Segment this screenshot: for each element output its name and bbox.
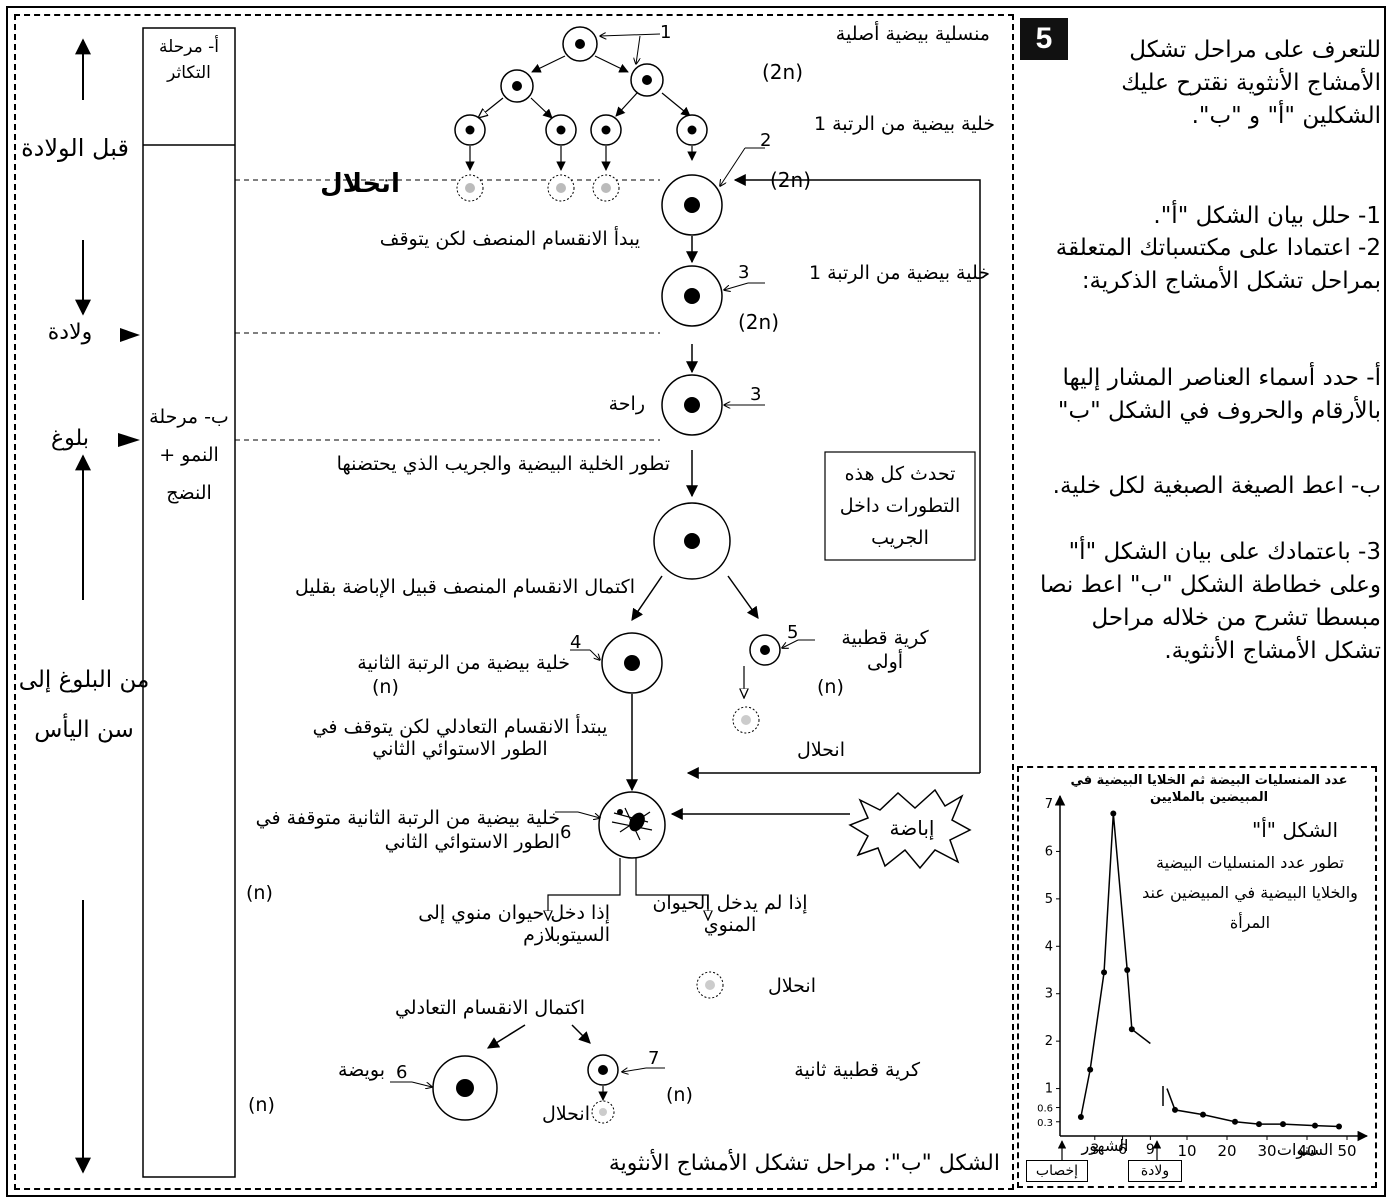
- data-point: [1172, 1106, 1178, 1113]
- y-tick-label: 4: [1045, 939, 1053, 954]
- ploidy-oogonia: (2n): [762, 60, 804, 84]
- y-tick-label: 1: [1045, 1082, 1053, 1097]
- label-meiosis-starts: يبدأ الانقسام المنصف لكن يتوقف: [379, 228, 640, 250]
- ploidy-oocyte2: (n): [372, 676, 399, 698]
- question-2a: أ- حدد أسماء العناصر المشار إليها بالأرق…: [1057, 365, 1381, 424]
- chart-description: تطور عدد المنسليات البيضية والخلايا البي…: [1142, 853, 1358, 932]
- label-degeneration-b: انحلال: [768, 975, 816, 997]
- y-tick-label: 6: [1045, 844, 1053, 859]
- x-tick-label: 20: [1217, 1142, 1236, 1160]
- data-point: [1280, 1121, 1286, 1128]
- exercise-number: 5: [1020, 18, 1068, 60]
- fertilization-label: إخصاب: [1026, 1160, 1088, 1182]
- y-tick-label: 0.6: [1037, 1104, 1053, 1115]
- x-tick-label: 9: [1146, 1142, 1155, 1158]
- data-point: [1087, 1066, 1094, 1073]
- label-oocyte1: خلية بيضية من الرتبة 1: [808, 262, 990, 284]
- data-point: [1128, 1026, 1135, 1033]
- data-point: [1110, 810, 1117, 817]
- label-equational-complete: اكتمال الانقسام التعادلي: [394, 997, 586, 1019]
- label-meiosis-complete: اكتمال الانقسام المنصف قبيل الإباضة بقلي…: [294, 576, 635, 598]
- label-oocyte2: خلية بيضية من الرتبة الثانية: [357, 652, 570, 674]
- x-tick-label: 40: [1297, 1142, 1316, 1160]
- data-point: [1256, 1121, 1262, 1128]
- timeline-birth: ولادة: [47, 320, 93, 345]
- number-2: 2: [760, 130, 772, 151]
- number-3a: 3: [738, 262, 750, 283]
- label-rest: راحة: [608, 393, 645, 415]
- data-point: [1336, 1123, 1342, 1130]
- label-oocyte1-formed: خلية بيضية من الرتبة 1: [813, 113, 995, 135]
- ploidy-oocyte1-b: (2n): [738, 310, 780, 334]
- data-point: [1124, 967, 1131, 973]
- x-tick-label: 30: [1257, 1142, 1276, 1160]
- x-tick-label: 6: [1118, 1142, 1127, 1158]
- chart-months-label: الشهور: [1081, 1136, 1129, 1155]
- x-tick-label: 50: [1337, 1142, 1356, 1160]
- y-tick-label: 2: [1045, 1034, 1053, 1049]
- label-polar2: كرية قطبية ثانية: [794, 1059, 920, 1081]
- y-tick-label: 3: [1045, 987, 1053, 1002]
- x-tick-label: 3: [1090, 1142, 1099, 1158]
- outer-frame: [6, 6, 1386, 1197]
- label-oogonia: منسلية بيضية أصلية: [835, 23, 990, 45]
- y-tick-label: 7: [1045, 797, 1053, 812]
- y-tick-label: 0.3: [1037, 1118, 1053, 1129]
- number-7: 7: [648, 1048, 660, 1069]
- data-point: [1101, 969, 1108, 976]
- series-years-line: [1166, 1088, 1340, 1128]
- label-development: تطور الخلية البيضية والجريب الذي يحتضنها: [336, 453, 670, 475]
- label-degeneration-c: انحلال: [542, 1103, 590, 1125]
- label-follicle-note: تحدث كل هذه التطورات داخل الجريب: [839, 463, 961, 549]
- question-2b: ب- اعط الصيغة الصبغية لكل خلية.: [1052, 473, 1381, 499]
- ploidy-arrested: (n): [246, 882, 273, 904]
- data-point: [1077, 1114, 1084, 1121]
- x-tick-label: 10: [1177, 1142, 1196, 1160]
- label-polar1: كرية قطبية أولى: [841, 627, 929, 673]
- label-sperm-enters: إذا دخل حيوان منوي إلى السيتوبلازم: [418, 902, 610, 946]
- ploidy-ovum: (n): [248, 1094, 275, 1116]
- ploidy-polar1: (n): [817, 676, 844, 698]
- chart-frame: [1017, 766, 1377, 1188]
- number-4: 4: [570, 632, 582, 653]
- label-ovum: بويضة: [337, 1059, 385, 1081]
- chart-title: الشكل "أ": [1252, 818, 1338, 842]
- figure-b-diagram: [75, 26, 981, 1178]
- label-no-sperm: إذا لم يدخل الحيوان المنوي: [652, 892, 808, 936]
- figure-a-chart: 0.3 0.6 1 2 3 4 5 6 7 3 6 9 10 20 30 40 50: [1037, 794, 1369, 1161]
- question-3: 3- باعتمادك على بيان الشكل "أ" وعلى خطاط…: [1039, 539, 1381, 664]
- number-1: 1: [660, 22, 672, 43]
- phase-b-label: ب- مرحلة النمو + النضج: [149, 406, 229, 504]
- birth-label: ولادة: [1128, 1160, 1182, 1182]
- inner-frame: [14, 14, 1014, 1190]
- y-tick-label: 5: [1045, 892, 1053, 907]
- label-degeneration: انحلال: [797, 739, 845, 761]
- number-5: 5: [787, 622, 799, 643]
- label-ovulation: إباضة: [889, 816, 935, 840]
- ploidy-oocyte1-a: (2n): [770, 168, 812, 192]
- ploidy-polar2: (n): [666, 1084, 693, 1106]
- label-degeneration-word: انحلال: [320, 169, 400, 199]
- number-6b: 6: [396, 1062, 408, 1083]
- data-point: [1312, 1122, 1318, 1129]
- data-point: [1232, 1118, 1238, 1125]
- label-oocyte2-arrested: خلية بيضية من الرتبة الثانية متوقفة في ا…: [255, 807, 560, 853]
- timeline-from-puberty: من البلوغ إلى سن اليأس: [18, 667, 150, 743]
- timeline-before-birth: قبل الولادة: [21, 134, 129, 162]
- number-6a: 6: [560, 822, 572, 843]
- question-2: 2- اعتمادا على مكتسباتك المتعلقة بمراحل …: [1055, 235, 1381, 294]
- exercise-intro: للتعرف على مراحل تشكل الأمشاج الأنثوية ن…: [1121, 37, 1381, 129]
- chart-ylabel: عدد المنسليات البيضة ثم الخلايا البيضية …: [1070, 773, 1348, 805]
- chart-years-label: السنوات: [1276, 1140, 1334, 1159]
- number-3b: 3: [750, 384, 762, 405]
- figure-b-caption: الشكل "ب": مراحل تشكل الأمشاج الأنثوية: [608, 1151, 1000, 1176]
- label-equational-starts: يبتدأ الانقسام التعادلي لكن يتوقف في الط…: [312, 716, 608, 760]
- timeline-puberty: بلوغ: [51, 426, 89, 451]
- question-1: 1- حلل بيان الشكل "أ".: [1153, 203, 1381, 229]
- data-point: [1200, 1111, 1206, 1118]
- phase-a-label: أ- مرحلة التكاثر: [159, 37, 219, 83]
